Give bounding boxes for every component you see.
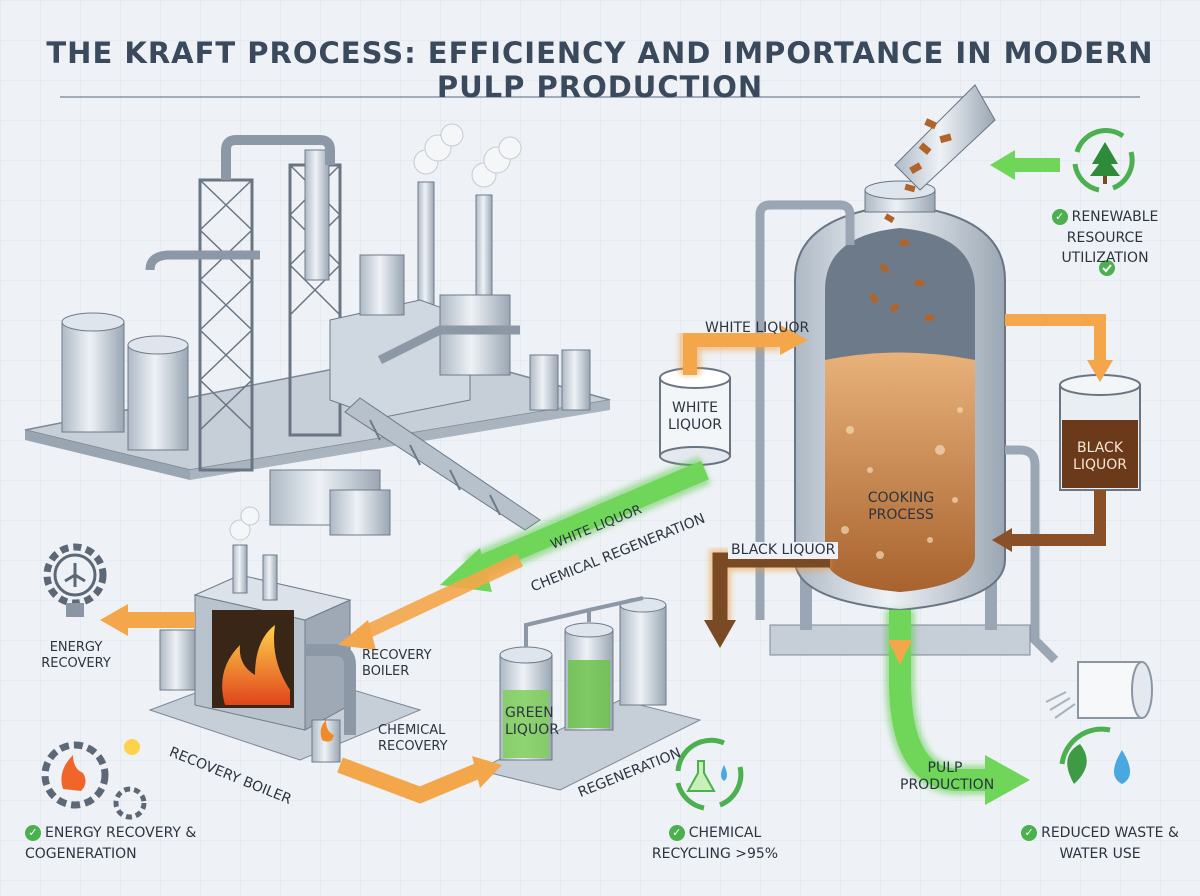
label-cooking-process: COOKING PROCESS	[855, 490, 947, 524]
check-icon: ✓	[25, 825, 41, 841]
label-white-liquor-tank: WHITE LIQUOR	[662, 400, 728, 434]
label-recovery-boiler: RECOVERY BOILER	[362, 648, 462, 679]
benefit-renewable: ✓RENEWABLE RESOURCE UTILIZATION	[1030, 206, 1180, 268]
label-pulp-production: PULP PRODUCTION	[900, 760, 990, 794]
label-white-liquor-arrow: WHITE LIQUOR	[705, 320, 809, 337]
benefit-chemical: ✓CHEMICAL RECYCLING >95%	[635, 822, 795, 863]
label-black-liquor-flow: BLACK LIQUOR	[728, 542, 838, 559]
page-title: THE KRAFT PROCESS: EFFICIENCY AND IMPORT…	[0, 36, 1200, 104]
benefit-waste: ✓REDUCED WASTE & WATER USE	[1020, 822, 1180, 863]
check-icon: ✓	[1052, 209, 1068, 225]
check-icon: ✓	[669, 825, 685, 841]
label-energy-recovery: ENERGY RECOVERY	[40, 640, 112, 671]
label-chemical-recovery: CHEMICAL RECOVERY	[378, 723, 468, 754]
check-icon: ✓	[1021, 825, 1037, 841]
label-green-liquor: GREEN LIQUOR	[505, 705, 549, 739]
benefit-energy: ✓ENERGY RECOVERY & COGENERATION	[25, 822, 215, 863]
label-black-liquor-tank: BLACK LIQUOR	[1066, 440, 1134, 474]
